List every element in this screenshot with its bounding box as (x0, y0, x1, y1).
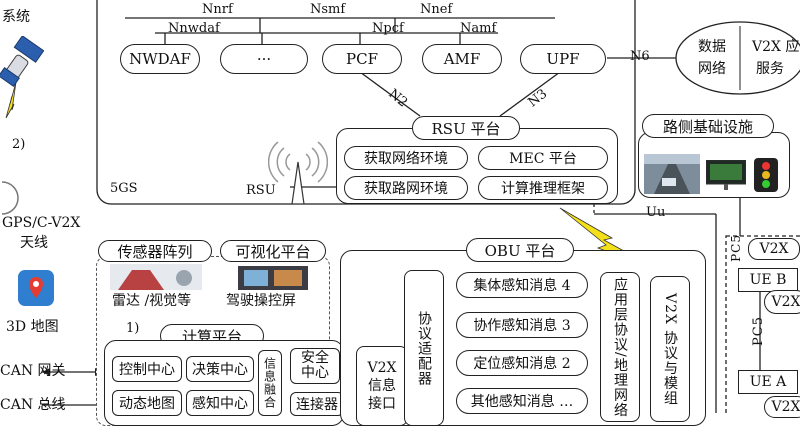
uu-label: Uu (646, 205, 666, 220)
decision-center-cell: 决策中心 (186, 356, 254, 382)
label-5gs: 5GS (110, 181, 138, 196)
info-fusion-cell: 信息融合 (258, 350, 282, 416)
step-2-label: 2) (12, 137, 26, 152)
ue-v2x-mid: V2X (764, 290, 800, 314)
rsu-item-inference: 计算推理框架 (478, 176, 608, 200)
display-board-image (706, 160, 746, 190)
n6-label: N6 (630, 49, 650, 64)
dashboard-image (238, 266, 308, 290)
nwdaf-box: NWDAF (120, 44, 200, 74)
antenna-arc-icon (1, 181, 19, 215)
gps-label-line1: GPS/C-V2X (2, 215, 81, 231)
map-label: 3D 地图 (6, 319, 59, 335)
connector-cell: 连接器 (290, 392, 344, 416)
npcf-label: Npcf (372, 21, 404, 36)
rsu-item-mec: MEC 平台 (478, 146, 608, 170)
obu-platform-title: OBU 平台 (466, 238, 574, 262)
ellipsis-box: ··· (220, 44, 308, 74)
ue-v2x-bot: V2X (764, 396, 800, 418)
pcf-box: PCF (322, 44, 402, 74)
n2-label: N2 (385, 86, 411, 111)
map-icon (18, 270, 54, 306)
v2x-app-line2: 服务 (756, 61, 784, 77)
control-center-cell: 控制中心 (112, 356, 182, 382)
upf-box: UPF (520, 44, 606, 74)
rsu-tower-icon (268, 141, 328, 204)
gps-label-line2: 天线 (20, 235, 48, 251)
namf-label: Namf (460, 21, 497, 36)
app-layer-protocol: 应用层协议/地理网络 (600, 272, 640, 422)
sensor-caption: 雷达 /视觉等 (112, 293, 192, 309)
road-scene-image (644, 154, 700, 194)
ue-v2x-top: V2X (748, 238, 800, 260)
can-gateway-label: CAN 网关 (0, 363, 66, 379)
message-collective: 集体感知消息 4 (456, 272, 588, 298)
ue-b-box: UE B (738, 268, 798, 292)
nnwdaf-label: Nnwdaf (168, 21, 220, 36)
dynamic-map-cell: 动态地图 (112, 390, 182, 416)
step-1-label: 1) (126, 321, 140, 336)
message-other: 其他感知消息 … (456, 388, 588, 414)
rsu-label: RSU (246, 183, 276, 198)
visual-caption: 驾驶操控屏 (226, 293, 296, 309)
data-network-line2: 网络 (698, 61, 726, 77)
v2x-info-interface: V2X 信息 接口 (356, 346, 408, 426)
visual-platform-title: 可视化平台 (220, 240, 326, 262)
perception-center-cell: 感知中心 (186, 390, 254, 416)
rsu-item-road: 获取路网环境 (344, 176, 468, 200)
can-bus-label: CAN 总线 (0, 397, 66, 413)
pc5-mid-label: PC5 (751, 316, 766, 346)
message-cooperative: 协作感知消息 3 (456, 312, 588, 338)
satellite-label: 系统 (2, 9, 30, 25)
rsu-platform-title: RSU 平台 (412, 116, 520, 140)
roadside-title: 路侧基础设施 (642, 114, 774, 138)
sensor-array-title: 传感器阵列 (98, 240, 212, 262)
amf-box: AMF (422, 44, 502, 74)
nnrf-label: Nnrf (202, 2, 233, 17)
satellite-icon (0, 36, 44, 87)
rsu-item-network: 获取网络环境 (344, 146, 468, 170)
ue-a-box: UE A (738, 370, 798, 394)
pc5-top-label: PC5 (729, 234, 743, 262)
data-network-line1: 数据 (698, 39, 726, 55)
sensor-image (110, 264, 202, 290)
n3-label: N3 (525, 86, 551, 111)
safety-center-cell: 安全中心 (290, 348, 340, 384)
protocol-adapter: 协议适配器 (404, 270, 444, 426)
nsmf-label: Nsmf (310, 2, 346, 17)
v2x-protocol-module: V2X 协议与模组 (650, 276, 690, 422)
nnef-label: Nnef (420, 2, 453, 17)
message-positioning: 定位感知消息 2 (456, 350, 588, 376)
traffic-light-icon (754, 158, 778, 192)
v2x-app-line1: V2X 应 (752, 39, 800, 55)
